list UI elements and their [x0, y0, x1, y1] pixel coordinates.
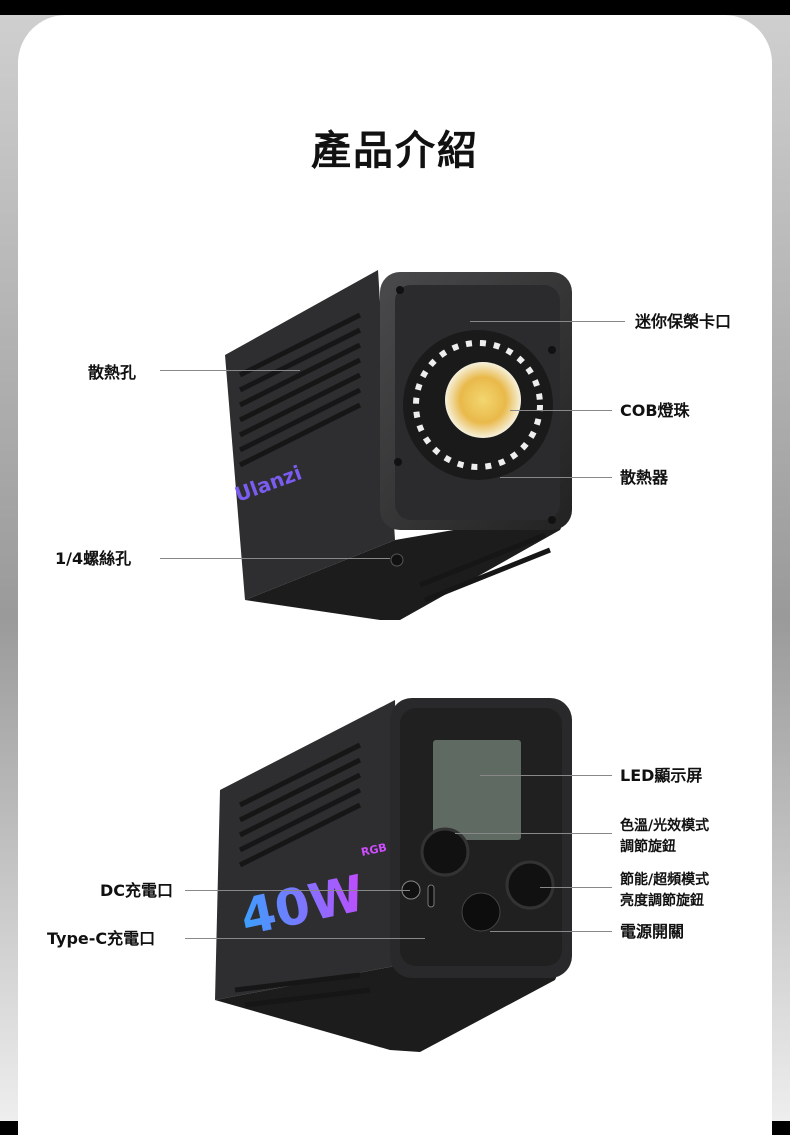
typec-port	[427, 884, 435, 908]
leader-line	[160, 558, 390, 559]
corner-screws	[394, 286, 556, 524]
vent-slots	[238, 312, 551, 603]
light-body-bottom	[245, 510, 570, 620]
leader-line	[160, 370, 300, 371]
cct-knob[interactable]	[420, 827, 470, 877]
label-display: LED顯示屏	[620, 766, 703, 785]
leader-line	[185, 938, 425, 939]
label-power-switch: 電源開關	[620, 922, 685, 941]
vent-slots	[234, 742, 371, 1008]
label-dc-port: DC充電口	[100, 881, 174, 900]
label-dim-knob: 節能/超頻模式 亮度調節旋鈕	[620, 870, 709, 912]
label-line: 調節旋鈕	[620, 839, 676, 855]
leader-line	[490, 931, 612, 932]
label-line: 色溫/光效模式	[620, 818, 710, 834]
label-vents: 散熱孔	[88, 363, 137, 382]
label-cob: COB燈珠	[620, 401, 690, 420]
label-line: 節能/超頻模式	[620, 872, 710, 888]
leader-line	[500, 477, 612, 478]
power-switch[interactable]	[461, 892, 501, 932]
label-typec-port: Type-C充電口	[47, 929, 156, 948]
cob-led	[445, 362, 521, 438]
leader-line	[540, 887, 612, 888]
leader-line	[455, 833, 612, 834]
light-body-side	[225, 270, 395, 600]
leader-line	[470, 321, 625, 322]
label-cct-knob: 色溫/光效模式 調節旋鈕	[620, 816, 709, 858]
dim-knob[interactable]	[505, 860, 555, 910]
led-display	[433, 740, 521, 840]
label-mount: 迷你保榮卡口	[635, 312, 732, 331]
rgb-badge: RGB	[360, 841, 388, 859]
leader-line	[480, 775, 612, 776]
mount-ring	[413, 340, 543, 470]
label-heatsink: 散熱器	[620, 468, 669, 487]
page-title: 產品介紹	[311, 128, 479, 174]
label-line: 亮度調節旋鈕	[620, 893, 704, 909]
label-screw: 1/4螺絲孔	[55, 549, 132, 568]
light-body-side	[215, 700, 400, 1000]
screw-hole	[390, 553, 404, 567]
leader-line	[510, 410, 612, 411]
leader-line	[185, 890, 410, 891]
